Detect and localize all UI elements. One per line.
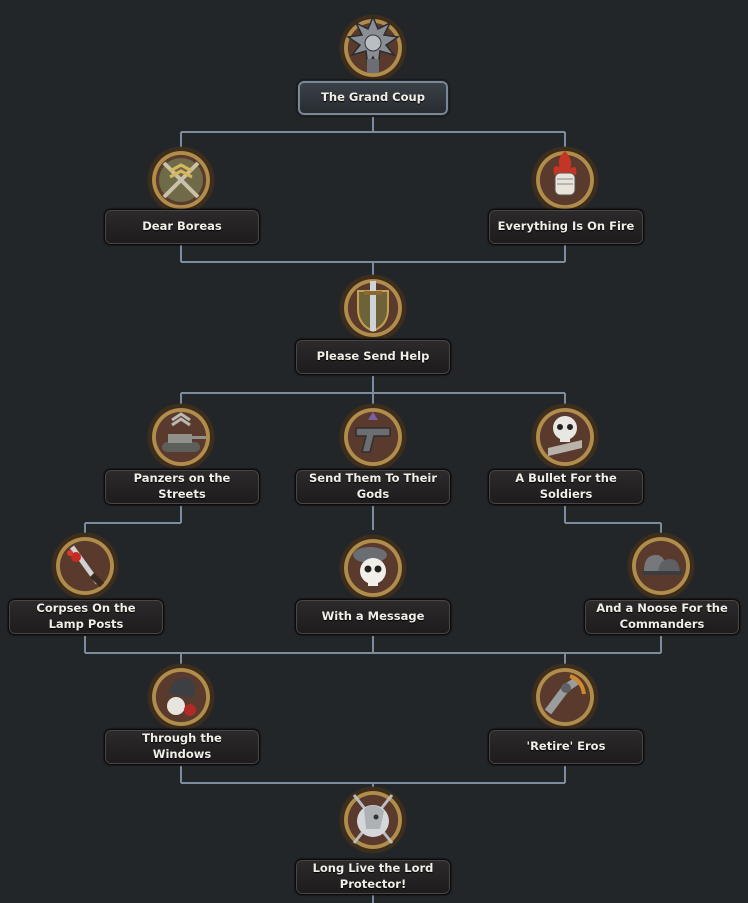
focus-title: Panzers on the Streets (113, 471, 251, 502)
focus-with-a-message[interactable]: With a Message (295, 599, 451, 635)
focus-title: Through the Windows (113, 731, 251, 762)
focus-dear-boreas[interactable]: Dear Boreas (104, 209, 260, 245)
focus-please-send-help[interactable]: Please Send Help (295, 339, 451, 375)
skull-beret-icon[interactable] (334, 529, 412, 607)
focus-title: Long Live the Lord Protector! (304, 861, 442, 892)
focus-long-live-the-lord-protector[interactable]: Long Live the Lord Protector! (295, 859, 451, 895)
pony-portrait-icon[interactable] (334, 781, 412, 859)
focus-title: A Bullet For the Soldiers (497, 471, 635, 502)
focus-title: With a Message (322, 609, 425, 625)
focus-and-a-noose-for-the-commanders[interactable]: And a Noose For the Commanders (584, 599, 740, 635)
tank-icon[interactable] (142, 398, 220, 476)
focus-title: The Grand Coup (321, 90, 425, 106)
focus-title: Corpses On the Lamp Posts (17, 601, 155, 632)
focus-title: Send Them To Their Gods (304, 471, 442, 502)
mechanical-arm-icon[interactable] (526, 658, 604, 736)
focus-title: And a Noose For the Commanders (593, 601, 731, 632)
focus-title: Please Send Help (317, 349, 430, 365)
hooded-figure-icon[interactable] (142, 658, 220, 736)
focus-a-bullet-for-the-soldiers[interactable]: A Bullet For the Soldiers (488, 469, 644, 505)
focus-title: Dear Boreas (142, 219, 222, 235)
focus-title: Everything Is On Fire (498, 219, 635, 235)
focus-corpses-on-the-lamp-posts[interactable]: Corpses On the Lamp Posts (8, 599, 164, 635)
crossed-swords-icon[interactable] (142, 141, 220, 219)
raised-fist-icon[interactable] (526, 141, 604, 219)
focus-send-them-to-their-gods[interactable]: Send Them To Their Gods (295, 469, 451, 505)
eagle-emblem-icon[interactable] (334, 9, 412, 87)
pistol-icon[interactable] (334, 398, 412, 476)
focus-through-the-windows[interactable]: Through the Windows (104, 729, 260, 765)
bloody-dagger-icon[interactable] (46, 527, 124, 605)
focus-the-grand-coup[interactable]: The Grand Coup (297, 80, 449, 116)
focus-retire-eros[interactable]: 'Retire' Eros (488, 729, 644, 765)
focus-panzers-on-the-streets[interactable]: Panzers on the Streets (104, 469, 260, 505)
skull-icon[interactable] (526, 398, 604, 476)
helmets-icon[interactable] (622, 527, 700, 605)
sword-shield-icon[interactable] (334, 269, 412, 347)
focus-title: 'Retire' Eros (527, 739, 606, 755)
focus-everything-is-on-fire[interactable]: Everything Is On Fire (488, 209, 644, 245)
